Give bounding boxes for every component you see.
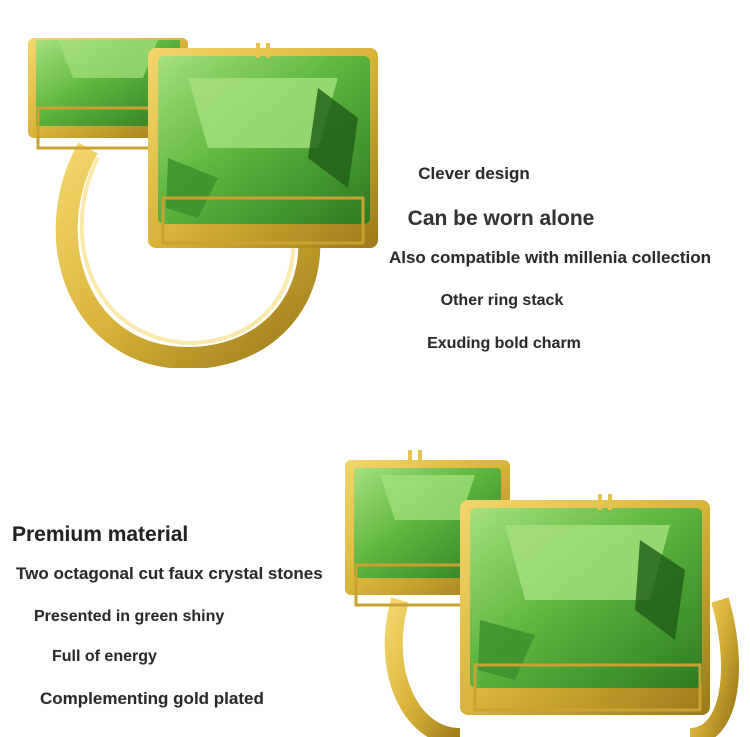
ring-photo-bottom (345, 450, 739, 737)
large-gem (460, 494, 710, 715)
feature-compatible: Also compatible with millenia collection (388, 248, 712, 267)
feature-full-energy: Full of energy (52, 648, 157, 665)
feature-gold-plated: Complementing gold plated (40, 689, 264, 708)
feature-ring-stack: Other ring stack (440, 292, 564, 309)
section-title-premium-material: Premium material (12, 523, 189, 546)
feature-octagonal-stones: Two octagonal cut faux crystal stones (16, 564, 323, 583)
ring-band (384, 597, 461, 737)
ring-photo-top (28, 38, 378, 368)
feature-bold-charm: Exuding bold charm (427, 335, 581, 352)
feature-green-shiny: Presented in green shiny (34, 608, 225, 625)
large-gem (148, 43, 378, 248)
feature-clever-design: Clever design (418, 164, 530, 183)
ring-band (55, 142, 321, 368)
feature-worn-alone: Can be worn alone (407, 207, 595, 230)
